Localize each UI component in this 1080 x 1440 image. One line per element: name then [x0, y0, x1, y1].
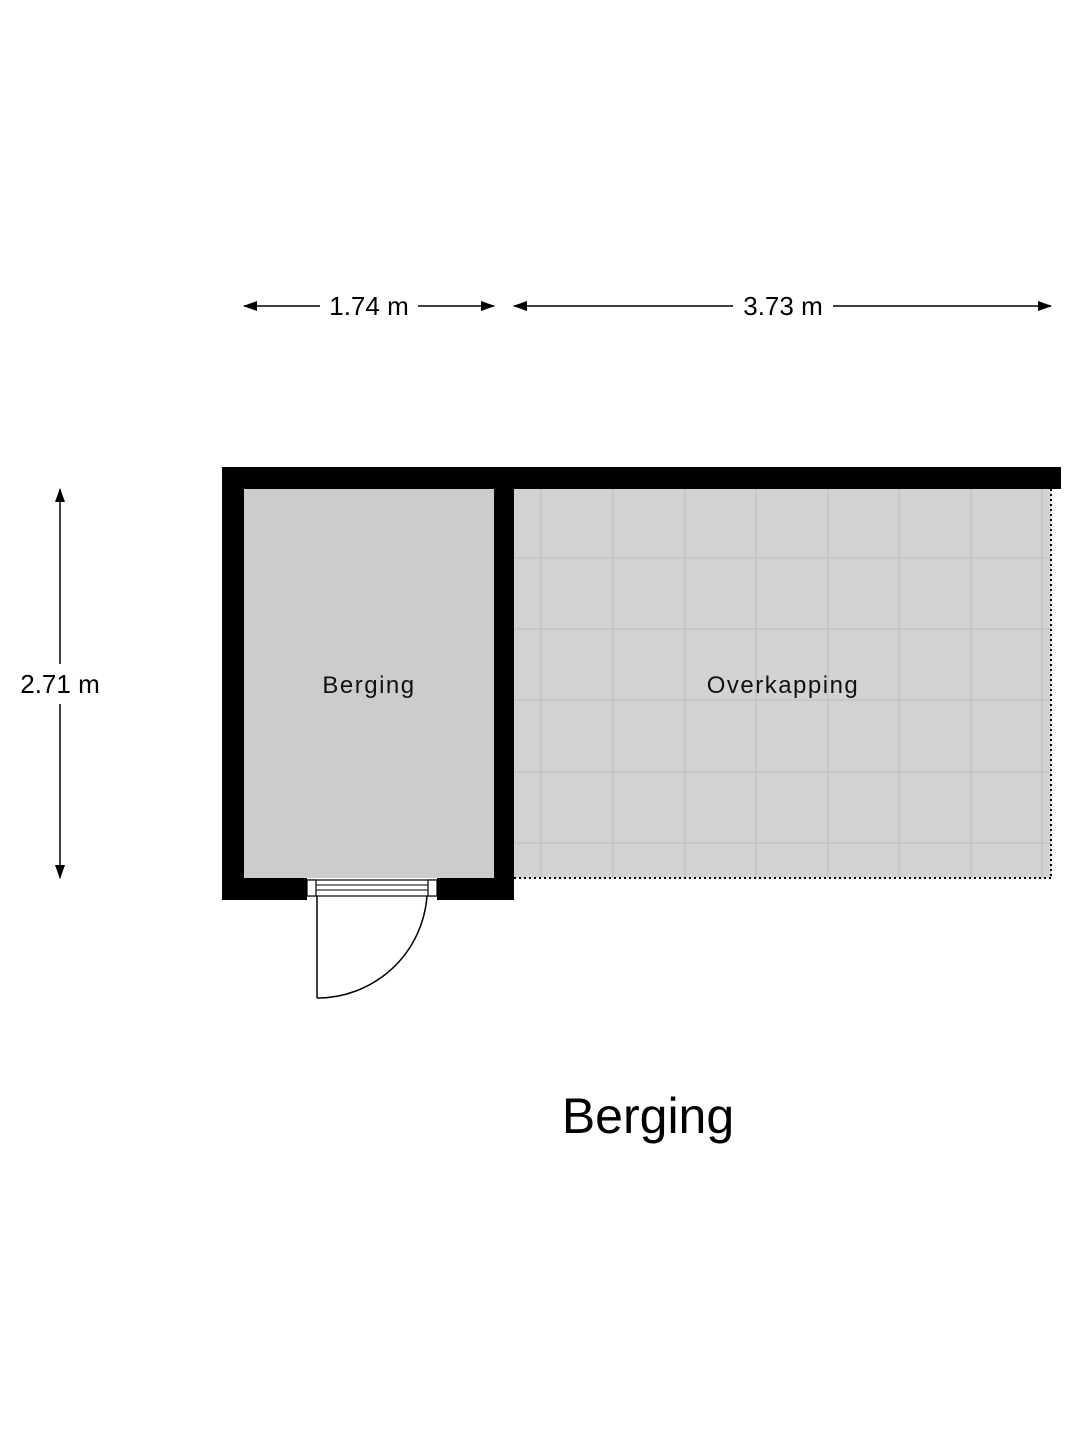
- dimension-width-berging: 1.74 m: [243, 291, 495, 321]
- door-frame: [306, 879, 438, 897]
- berging-floor: [244, 489, 494, 878]
- plan-title: Berging: [562, 1088, 734, 1144]
- door-jamb-left: [306, 879, 317, 897]
- overkapping-floor: [514, 489, 1051, 878]
- walls: [222, 467, 1061, 900]
- left-wall: [222, 467, 244, 900]
- overkapping-tile-grid: [514, 489, 1051, 878]
- dimension-label-overkapping-width: 3.73 m: [743, 291, 823, 321]
- overkapping-area: [514, 489, 1052, 879]
- room-label-berging: Berging: [322, 672, 415, 699]
- bottom-wall-right: [437, 878, 514, 900]
- top-wall: [222, 467, 1061, 489]
- door-jamb-right: [427, 879, 438, 897]
- dimension-height: 2.71 m: [20, 488, 100, 879]
- middle-wall: [494, 467, 514, 900]
- door-swing-arc: [316, 895, 428, 999]
- room-label-overkapping: Overkapping: [707, 672, 860, 699]
- door: [306, 879, 438, 999]
- dimension-width-overkapping: 3.73 m: [513, 291, 1052, 321]
- dimension-label-height: 2.71 m: [20, 669, 100, 699]
- dimension-label-berging-width: 1.74 m: [329, 291, 409, 321]
- bottom-wall-left: [222, 878, 307, 900]
